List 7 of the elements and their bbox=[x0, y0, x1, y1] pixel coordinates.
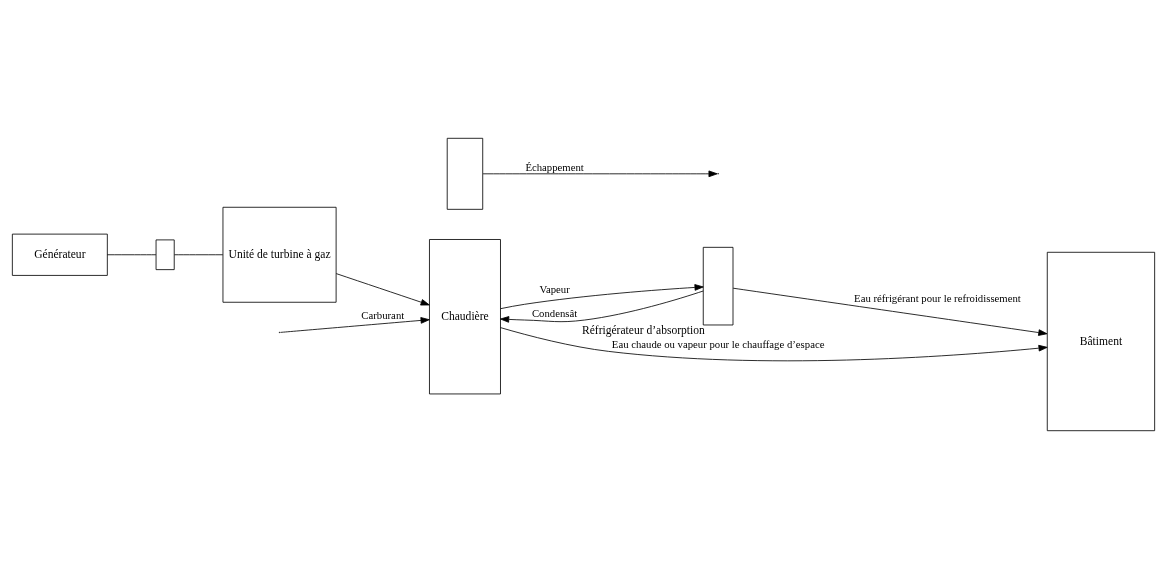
edge-label: Eau chaude ou vapeur pour le chauffage d’espace bbox=[611, 337, 825, 350]
edge-label: Condensât bbox=[531, 306, 578, 319]
edge-label: Eau réfrigérant pour le refroidissement bbox=[854, 291, 1021, 304]
node-label: Réfrigérateur d’absorption bbox=[581, 323, 705, 337]
edge-label: Vapeur bbox=[539, 282, 570, 295]
edge-label: Carburant bbox=[361, 308, 405, 321]
edge-label: Échappement bbox=[525, 160, 584, 173]
